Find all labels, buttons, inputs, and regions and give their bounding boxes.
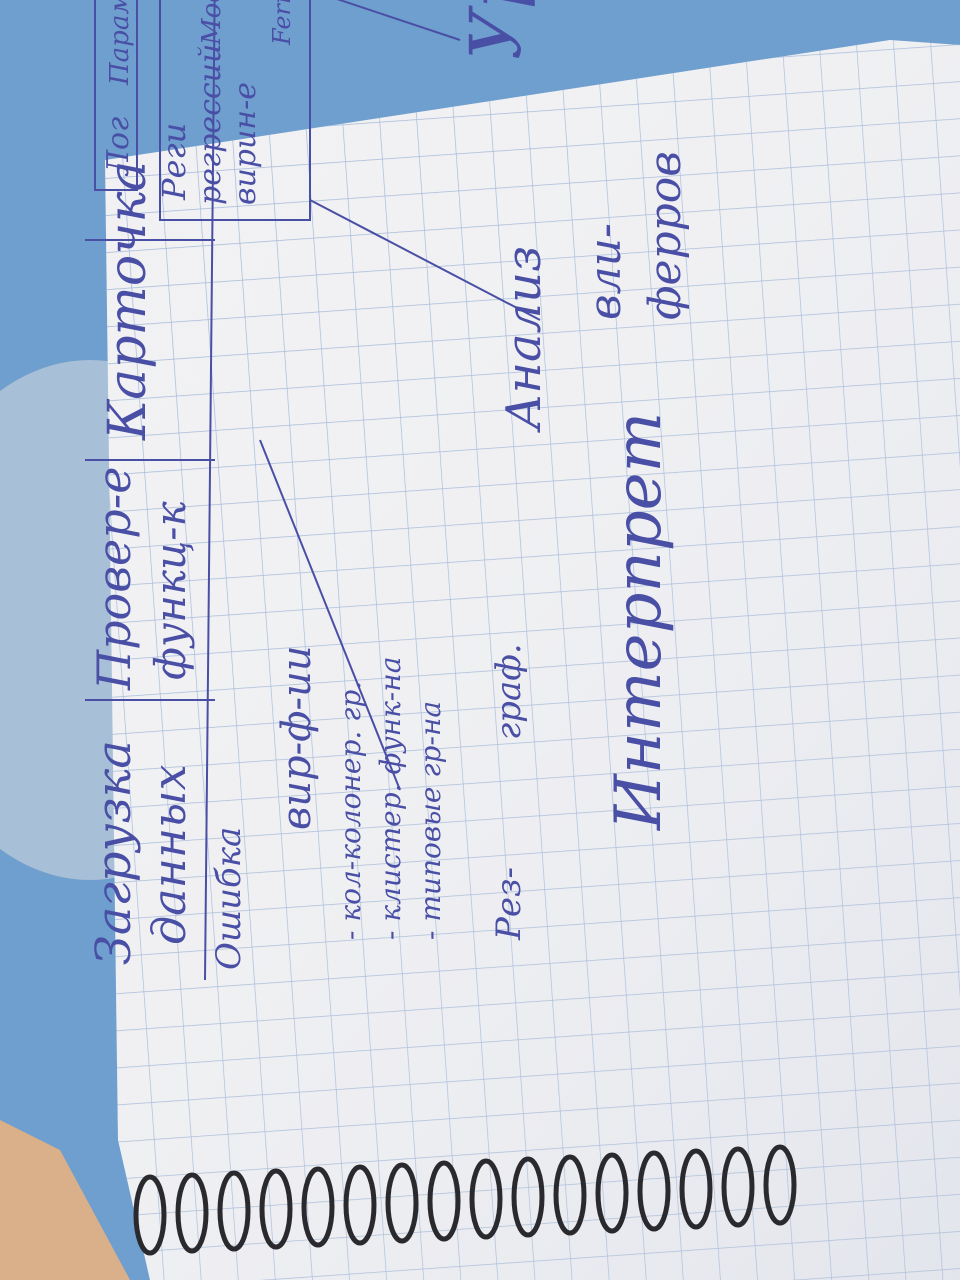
arrow-to-ura (309, 0, 461, 41)
note-anal-2: вли- (580, 223, 631, 320)
spiral-ring (175, 1172, 209, 1254)
spiral-ring (343, 1164, 377, 1246)
note-anal-3: ферров (640, 151, 691, 320)
note-anal-1: Анализ (496, 246, 552, 433)
note-res-5: Ferr (268, 0, 296, 46)
note-load-2: данных (142, 764, 196, 945)
note-load-1: Загрузка (86, 740, 142, 965)
handwritten-notes: Загрузка данных Провер-е функц-к Карточк… (85, 0, 691, 981)
note-vir: вир-ф-ии (274, 645, 320, 830)
note-check-2: функц-к (146, 501, 195, 680)
note-list-1: - кол-колонер. гр. (334, 681, 367, 940)
spiral-ring (553, 1154, 587, 1236)
spiral-ring (469, 1158, 503, 1240)
log-param-box (94, 0, 138, 191)
note-ura: Ура (455, 0, 537, 60)
spiral-binding (133, 1144, 797, 1256)
note-interpret: Интерпрет (602, 412, 676, 831)
arrow-to-anal (309, 199, 541, 321)
note-res-3: вирин-е (228, 82, 263, 205)
spiral-ring (427, 1160, 461, 1242)
note-param: Парам (105, 0, 135, 86)
note-log: Лог (101, 117, 136, 177)
spiral-ring (217, 1170, 251, 1252)
spiral-ring (637, 1150, 671, 1232)
spiral-ring (301, 1166, 335, 1248)
spiral-ring (385, 1162, 419, 1244)
spiral-ring (679, 1148, 713, 1230)
spiral-ring (595, 1152, 629, 1234)
table-corner (0, 1120, 130, 1280)
arrow-to-card (259, 439, 401, 791)
note-res-1: Реги (155, 123, 193, 201)
spiral-ring (721, 1146, 755, 1228)
note-res-4: Мод (197, 0, 227, 46)
spiral-ring (763, 1144, 797, 1226)
note-list-3: - типовые гр-на (414, 701, 447, 940)
note-build: Ошибка (209, 827, 249, 970)
top-divider-line (204, 0, 216, 981)
note-graph: граф. (489, 643, 529, 740)
note-res-2: регрессий (193, 44, 228, 205)
note-res-small: Рез- (489, 867, 529, 941)
spiral-ring (133, 1174, 167, 1256)
spiral-ring (259, 1168, 293, 1250)
note-list-2: - клистер. функ-на (374, 657, 407, 940)
results-box (159, 0, 311, 221)
spiral-ring (511, 1156, 545, 1238)
note-card: Карточка (98, 160, 158, 441)
paper-sheet (105, 40, 960, 1280)
note-check-1: Провер-е (87, 467, 141, 691)
